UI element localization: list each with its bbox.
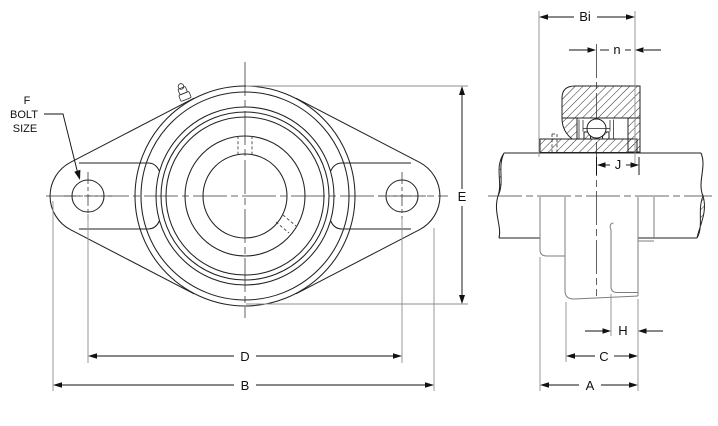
dim-e: E: [246, 85, 468, 305]
housing-circles: [134, 85, 356, 307]
shaft-break-left: [497, 152, 505, 197]
housing-left-lip: [561, 117, 578, 140]
dim-label-e: E: [458, 189, 467, 204]
dim-bi: Bi: [539, 9, 635, 24]
bolt-size-leader: F BOLT SIZE: [10, 95, 81, 180]
grease-fitting-icon: [177, 83, 192, 102]
bolt-size-label-bolt: BOLT: [10, 109, 38, 121]
shaft-bore-circle: [202, 153, 288, 239]
dim-label-d: D: [240, 349, 249, 364]
flange-outline: [49, 97, 441, 295]
dim-a: A: [540, 378, 638, 393]
side-view: Bi n J H: [488, 9, 712, 393]
inner-ring-circle: [184, 135, 306, 257]
side-extension-lines: [538, 11, 639, 391]
housing-section: [561, 85, 641, 119]
dim-label-b: B: [241, 378, 250, 393]
setscrew-hidden-lines: [237, 136, 297, 234]
shaft-break-right: [696, 194, 705, 239]
dim-label-bi: Bi: [579, 9, 591, 24]
dim-label-c: C: [599, 349, 608, 364]
dim-n: n: [569, 42, 661, 57]
boss-chamfer-circle: [140, 91, 350, 301]
bolt-size-label-f: F: [24, 95, 31, 107]
inner-ring-section: [539, 138, 638, 153]
dim-label-n: n: [613, 42, 620, 57]
dim-label-h: H: [618, 323, 627, 338]
flange-profile: [539, 197, 655, 300]
front-view: F BOLT SIZE E D: [10, 62, 468, 393]
dim-label-a: A: [586, 378, 595, 393]
dim-c: C: [566, 349, 638, 364]
bolt-size-label-size: SIZE: [13, 123, 37, 135]
dim-b: B: [52, 201, 435, 393]
dim-h: H: [585, 323, 663, 338]
dim-d: D: [87, 214, 403, 364]
bolt-holes: [64, 172, 426, 220]
dim-label-j: J: [615, 157, 622, 172]
boss-outer-circle: [134, 85, 356, 307]
dim-j: J: [596, 157, 640, 175]
bearing-section: [539, 85, 641, 153]
seal-circle-mid: [160, 111, 330, 281]
seal-circle-outer: [155, 106, 335, 286]
seal-circle-inner: [165, 116, 325, 276]
